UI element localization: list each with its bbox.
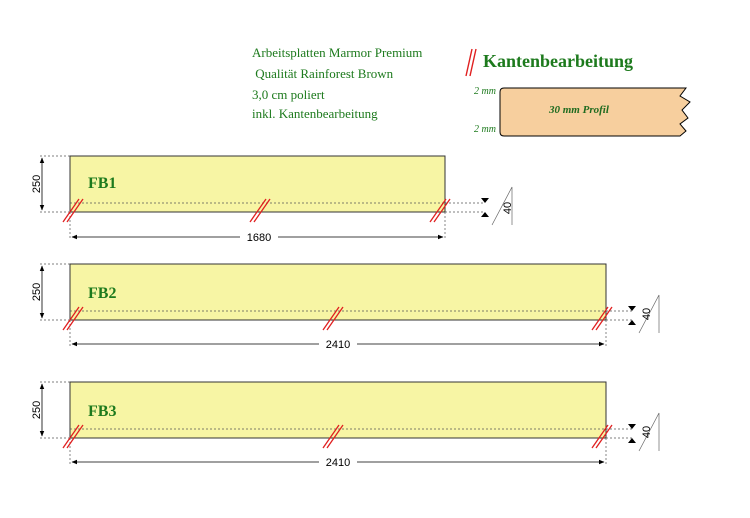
edge-mark-legend-icon [465,48,477,77]
edge-value: 40 [641,426,653,438]
slab-label: FB3 [88,403,116,420]
legend-title: Kantenbearbeitung [483,51,633,71]
slab-fb3: FB3 250 2410 40 [31,381,660,469]
slab-fb2: FB2 250 2410 40 [31,263,660,351]
slab-fb1: FB1 250 1680 40 [31,155,514,244]
length-value: 2410 [326,339,350,351]
edge-arrows [628,424,636,443]
edge-arrows [628,306,636,325]
profile-label: 30 mm Profil [548,104,610,116]
depth-value: 250 [31,283,43,301]
slab-label: FB1 [88,175,116,192]
length-value: 2410 [326,457,350,469]
length-label-bg [319,338,357,350]
edge-value: 40 [641,308,653,320]
depth-value: 250 [31,401,43,419]
profile-bottom-mm: 2 mm [474,124,496,135]
slab-body [69,381,607,439]
slab-body [69,155,446,213]
edge-arrows [481,198,489,217]
length-label-bg [240,231,278,243]
edge-leader [638,412,660,452]
length-value: 1680 [247,232,271,244]
slab-body [69,263,607,321]
edge-leader [638,294,660,334]
edge-legend: Kantenbearbeitung 30 mm Profil 2 mm 2 mm [465,48,691,137]
edge-marks [62,198,451,223]
header-line-1: Arbeitsplatten Marmor Premium [252,45,422,60]
slab-label: FB2 [88,285,116,302]
edge-value: 40 [502,202,514,214]
edge-marks [62,424,613,449]
depth-value: 250 [31,175,43,193]
edge-marks [62,306,613,331]
header-line-4: inkl. Kantenbearbeitung [252,106,378,121]
header-block: Arbeitsplatten Marmor Premium Qualität R… [252,45,422,121]
profile-top-mm: 2 mm [474,86,496,97]
header-line-3: 3,0 cm poliert [252,87,325,102]
edge-profile-shape [499,87,691,137]
edge-leader [491,186,513,226]
length-label-bg [319,456,357,468]
header-line-2: Qualität Rainforest Brown [252,66,394,81]
